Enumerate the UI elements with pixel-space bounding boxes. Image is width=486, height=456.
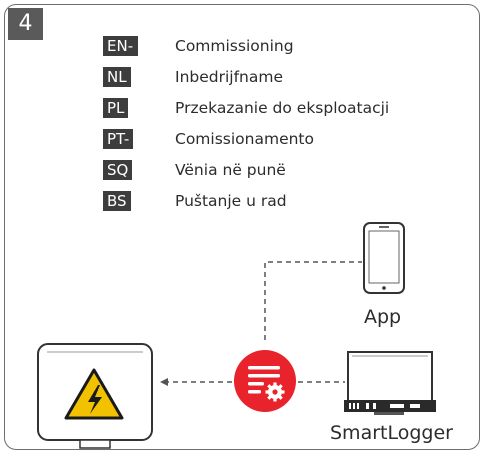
language-text: Puštanje u rad xyxy=(175,192,287,210)
language-code: NL xyxy=(103,67,131,87)
phone-icon xyxy=(363,222,405,294)
language-code: EN-GB xyxy=(103,36,138,75)
arrow-head-icon xyxy=(160,378,168,386)
language-text: Commissioning xyxy=(175,37,294,55)
language-text: Przekazanie do eksploatacji xyxy=(175,99,390,117)
language-code: BS xyxy=(103,191,131,211)
app-label: App xyxy=(364,306,402,328)
instruction-panel xyxy=(4,4,480,450)
language-code: PT-BR xyxy=(103,129,133,168)
language-text: Comissionamento xyxy=(175,130,314,148)
connection-lines xyxy=(168,261,362,383)
language-code: SQ xyxy=(103,160,133,180)
step-number: 4 xyxy=(8,8,43,40)
high-voltage-warning-icon xyxy=(64,368,124,420)
smartlogger-label: SmartLogger xyxy=(330,422,453,444)
app-connection-line xyxy=(264,261,362,340)
language-code: PL xyxy=(103,98,129,118)
language-text: Vënia në punë xyxy=(175,161,286,179)
settings-icon xyxy=(234,350,296,412)
smartlogger-icon xyxy=(344,351,436,415)
language-text: Inbedrijfname xyxy=(175,68,284,86)
